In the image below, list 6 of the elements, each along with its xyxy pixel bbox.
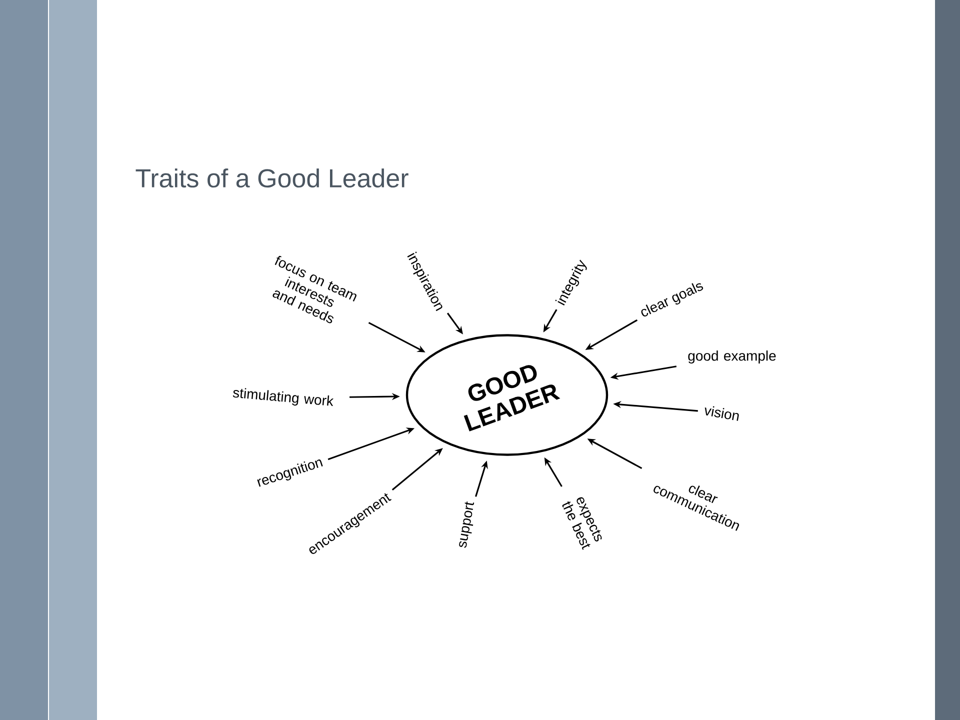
slide-title: Traits of a Good Leader <box>136 168 408 188</box>
trait-label: good example <box>688 350 776 364</box>
trait-label: clear goals <box>641 283 704 316</box>
trait-label: support <box>459 502 474 548</box>
trait-label: vision <box>704 406 739 421</box>
trait-label: stimulating work <box>232 388 334 406</box>
